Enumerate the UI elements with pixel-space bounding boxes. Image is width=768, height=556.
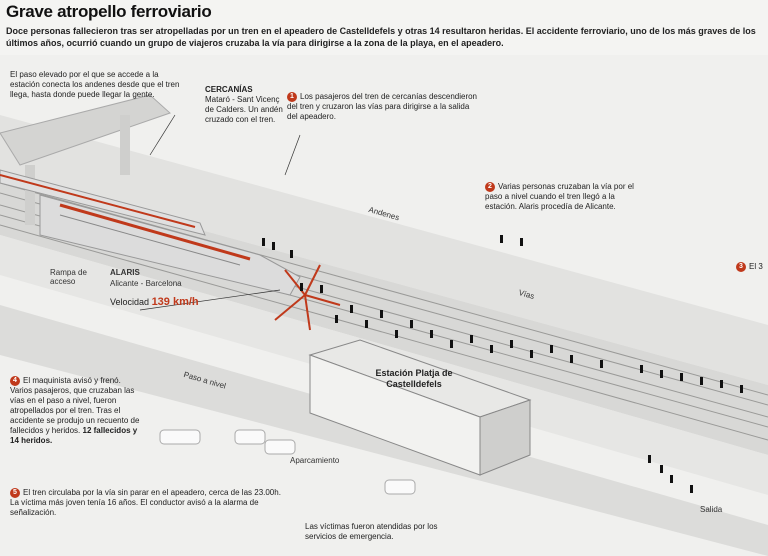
leader-lines: [139, 114, 301, 311]
page-title: Grave atropello ferroviario: [6, 2, 212, 21]
cercanias-text: Mataró - Sant Vicenç de Calders. Un andé…: [205, 95, 283, 124]
speed-readout: Velocidad 139 km/h: [110, 296, 199, 308]
overpass: [0, 94, 171, 225]
marker-icon: 1: [287, 92, 297, 102]
note-5-text: El tren circulaba por la vía sin parar e…: [10, 488, 281, 517]
note-paso-elevado: El paso elevado por el que se accede a l…: [10, 70, 180, 99]
back-platform: [0, 115, 768, 385]
cercanias-train: [0, 169, 206, 236]
note-3-text: El 3: [749, 262, 763, 271]
speed-value: 139 km/h: [151, 296, 199, 308]
station-label: Estación Platja de Castelldefels: [375, 368, 453, 389]
note-cercanias: CERCANÍAS Mataró - Sant Vicenç de Calder…: [205, 85, 285, 125]
alaris-title: ALARIS: [110, 268, 140, 277]
rampa-label: Rampa de acceso: [50, 268, 87, 286]
marker-icon: 4: [10, 376, 20, 386]
note-4-text: El maquinista avisó y frenó. Varios pasa…: [10, 376, 140, 435]
accident-scene-illustration: [0, 55, 768, 556]
station-building: [308, 339, 532, 476]
people-crowd: [262, 235, 743, 493]
note-4-bold: 12 fallecidos y 14 heridos.: [10, 426, 138, 445]
marker-icon: 5: [10, 488, 20, 498]
parked-cars: [159, 429, 416, 495]
marker-icon: 3: [736, 262, 746, 272]
salida-label: Salida: [700, 505, 723, 514]
aparcamiento-label: Aparcamiento: [290, 456, 340, 465]
note-1-text: Los pasajeros del tren de cercanías desc…: [287, 92, 477, 121]
note-2-text: Varias personas cruzaban la vía por el p…: [485, 182, 634, 211]
bottom-note: Las víctimas fueron atendidas por los se…: [305, 522, 438, 541]
cercanias-title: CERCANÍAS: [205, 85, 253, 94]
page-subtitle: Doce personas fallecieron tras ser atrop…: [6, 26, 756, 48]
marker-icon: 2: [485, 182, 495, 192]
alaris-train: [39, 194, 301, 296]
alaris-route: Alicante - Barcelona: [110, 279, 182, 288]
speed-prefix: Velocidad: [110, 297, 150, 307]
